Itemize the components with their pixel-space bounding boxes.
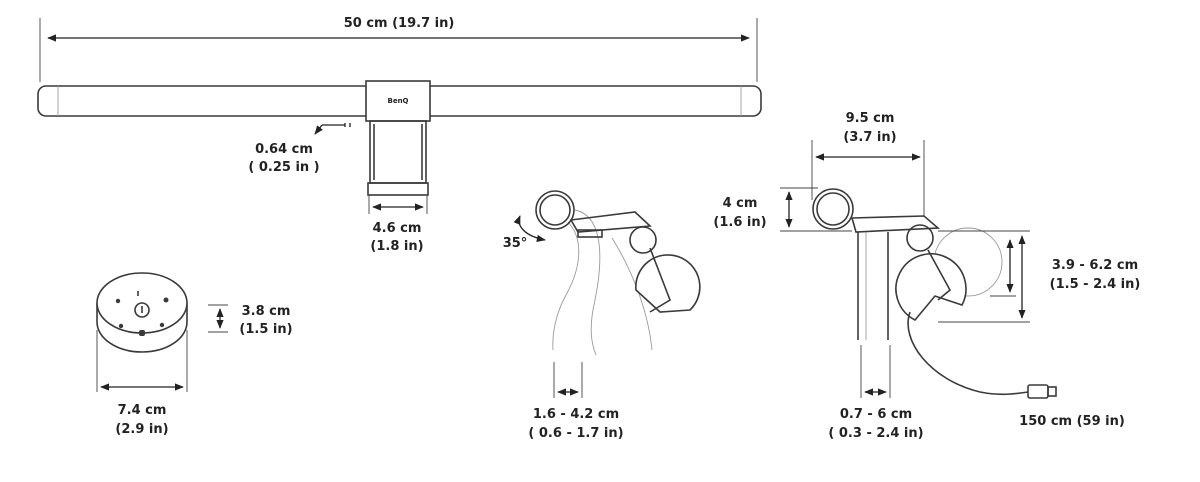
light-bar-head-right <box>812 188 854 230</box>
light-bar-front-view: 50 cm (19.7 in) BenQ 4.6 cm (1.8 in) 0.6… <box>37 16 762 254</box>
dial-width-in-label: (2.9 in) <box>115 422 168 437</box>
dial-height-cm-label: 3.8 cm <box>242 304 291 319</box>
dial-body <box>96 303 188 353</box>
side-clip-range-cm-label: 1.6 - 4.2 cm <box>533 407 619 422</box>
head-height-in-label: (1.6 in) <box>713 215 766 230</box>
auto-mode-icon <box>159 322 165 328</box>
control-dial: 7.4 cm (2.9 in) 3.8 cm (1.5 in) <box>96 272 293 437</box>
power-icon <box>115 298 121 304</box>
dial-center-button <box>134 302 150 318</box>
bezel-range-in-label: ( 0.3 - 2.4 in) <box>828 426 923 441</box>
clip-gap-cm-label: 0.64 cm <box>255 142 313 157</box>
light-bar-head <box>535 190 575 230</box>
monitor-clamp <box>369 120 427 184</box>
bar-mount-block <box>365 80 431 122</box>
counterweight <box>635 254 701 313</box>
weight-height-in-label: (1.5 - 2.4 in) <box>1050 277 1141 292</box>
usb-plug <box>1027 384 1049 399</box>
monitor-outline-back <box>574 209 601 356</box>
cable-length-label: 150 cm (59 in) <box>1019 414 1125 429</box>
side-clip-range-in-label: ( 0.6 - 1.7 in) <box>528 426 623 441</box>
arm-right <box>850 215 941 233</box>
brightness-icon <box>163 297 169 303</box>
clamp-foot <box>367 182 429 196</box>
tilt-angle-arrow <box>513 215 546 242</box>
bar-length-label: 50 cm (19.7 in) <box>344 16 455 31</box>
usb-cable <box>907 311 1029 396</box>
dial-height-in-label: (1.5 in) <box>239 322 292 337</box>
clamp-width-cm-label: 4.6 cm <box>373 221 422 236</box>
clamp-width-in-label: (1.8 in) <box>370 239 423 254</box>
benq-logo: BenQ <box>387 97 408 105</box>
side-view-dimensions: 9.5 cm (3.7 in) 4 cm (1.6 in) 3.9 - 6.2 … <box>713 111 1140 441</box>
tilt-arm <box>569 211 652 233</box>
clip-gap-in-label: ( 0.25 in ) <box>248 160 319 175</box>
weight-height-cm-label: 3.9 - 6.2 cm <box>1052 258 1138 273</box>
head-depth-cm-label: 9.5 cm <box>846 111 895 126</box>
favorite-icon <box>139 330 145 336</box>
arm-clip <box>577 229 603 238</box>
dial-width-cm-label: 7.4 cm <box>118 403 167 418</box>
bezel-range-cm-label: 0.7 - 6 cm <box>840 407 912 422</box>
tilt-angle-label: 35° <box>503 236 528 251</box>
hinge-knob <box>629 226 657 254</box>
hinge-knob-right <box>906 224 934 252</box>
color-temp-icon <box>118 323 124 329</box>
side-view-tilt: 35° 1.6 - 4.2 cm ( 0.6 - 1.7 in) <box>503 190 701 441</box>
counterweight-right <box>895 253 967 322</box>
head-depth-in-label: (3.7 in) <box>843 130 896 145</box>
head-height-cm-label: 4 cm <box>723 196 758 211</box>
